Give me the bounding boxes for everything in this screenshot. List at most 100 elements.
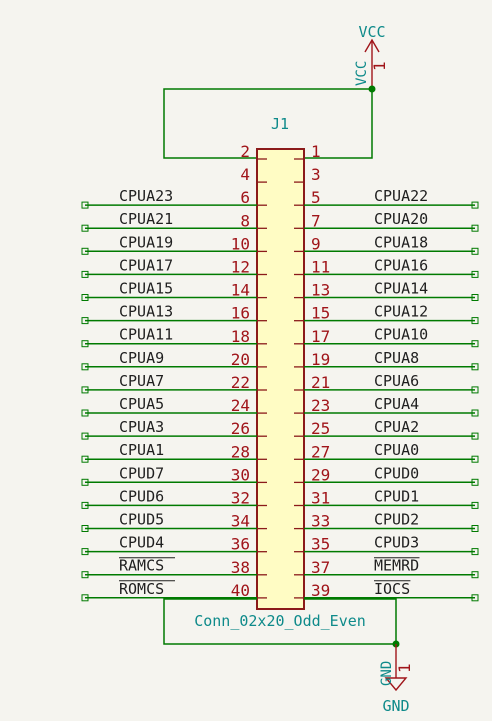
pin-number-left: 20: [231, 350, 250, 369]
gnd-triangle-icon: [384, 677, 408, 692]
net-label-left[interactable]: CPUA1: [119, 441, 164, 459]
net-label-flag-right: [471, 571, 479, 579]
vcc-pin-label: VCC: [354, 61, 370, 86]
pin-number-left: 2: [240, 142, 250, 161]
net-label-flag-left: [81, 224, 89, 232]
pin-number-left: 34: [231, 512, 250, 531]
net-label-left[interactable]: CPUA21: [119, 210, 173, 228]
pin-number-left: 16: [231, 304, 250, 323]
net-label-left[interactable]: CPUA3: [119, 418, 164, 436]
net-label-flag-right: [471, 363, 479, 371]
net-label-right[interactable]: CPUA10: [374, 326, 428, 344]
net-label-flag-right: [471, 386, 479, 394]
net-label-flag-right: [471, 294, 479, 301]
net-label-flag-left: [81, 247, 89, 255]
vcc-name: VCC: [358, 23, 385, 41]
pin-number-right: 19: [311, 350, 330, 369]
net-label-right[interactable]: CPUA0: [374, 441, 419, 459]
net-label-flag-left: [81, 409, 89, 417]
net-label-right[interactable]: CPUD0: [374, 464, 419, 482]
net-label-left[interactable]: CPUA9: [119, 349, 164, 367]
net-label-flag-right: [471, 501, 479, 509]
net-label-left[interactable]: CPUA15: [119, 280, 173, 298]
pin-number-right: 17: [311, 327, 330, 346]
net-label-flag-left: [81, 594, 89, 602]
net-label-left[interactable]: CPUD5: [119, 511, 164, 529]
pin-number-right: 21: [311, 373, 330, 392]
net-label-left[interactable]: CPUA5: [119, 395, 164, 413]
wire-gnd-pin40[interactable]: [163, 598, 396, 645]
net-label-flag-right: [471, 409, 479, 417]
gnd-power-symbol[interactable]: GND 1 GND: [379, 644, 414, 715]
net-label-right[interactable]: CPUA14: [374, 280, 428, 298]
pin-number-right: 37: [311, 558, 330, 577]
net-label-right[interactable]: CPUD3: [374, 534, 419, 552]
net-label-flag-left: [81, 294, 89, 301]
net-label-flag-left: [81, 201, 89, 209]
pin-number-left: 4: [240, 165, 250, 184]
pin-number-left: 12: [231, 258, 250, 277]
pin-number-right: 15: [311, 304, 330, 323]
net-label-flag-right: [471, 525, 479, 532]
net-label-left[interactable]: CPUA7: [119, 372, 164, 390]
net-label-right[interactable]: CPUA8: [374, 349, 419, 367]
net-label-right[interactable]: CPUA6: [374, 372, 419, 390]
net-label-right[interactable]: CPUA22: [374, 187, 428, 205]
net-label-right[interactable]: MEMRD: [374, 557, 419, 575]
net-label-right[interactable]: CPUD2: [374, 511, 419, 529]
net-label-left[interactable]: CPUA19: [119, 233, 173, 251]
pin-number-left: 32: [231, 489, 250, 508]
net-label-right[interactable]: CPUA18: [374, 233, 428, 251]
pin-number-left: 38: [231, 558, 250, 577]
net-label-flag-right: [471, 201, 479, 209]
junction-vcc: [368, 85, 376, 93]
net-label-left[interactable]: CPUD6: [119, 487, 164, 505]
pin-number-left: 6: [240, 188, 250, 207]
net-label-flag-right: [471, 478, 479, 486]
pin-number-left: 22: [231, 373, 250, 392]
vcc-pin-number: 1: [370, 61, 389, 71]
gnd-pin-number: 1: [395, 663, 414, 673]
net-label-right[interactable]: CPUD1: [374, 487, 419, 505]
net-label-left[interactable]: CPUD4: [119, 534, 164, 552]
net-label-flag-left: [81, 525, 89, 532]
pin-number-left: 28: [231, 442, 250, 461]
net-label-left[interactable]: CPUA11: [119, 326, 173, 344]
net-label-right[interactable]: CPUA2: [374, 418, 419, 436]
net-label-left[interactable]: CPUA23: [119, 187, 173, 205]
net-label-flag-right: [471, 247, 479, 255]
net-label-flag-left: [81, 317, 89, 325]
pin-number-right: 9: [311, 234, 321, 253]
net-label-flag-right: [471, 224, 479, 232]
net-label-flag-left: [81, 340, 89, 348]
net-label-right[interactable]: CPUA4: [374, 395, 419, 413]
gnd-name: GND: [382, 697, 409, 715]
net-label-left[interactable]: CPUD7: [119, 464, 164, 482]
net-label-right[interactable]: IOCS: [374, 580, 410, 598]
connector-body[interactable]: [256, 148, 305, 610]
net-label-right[interactable]: CPUA12: [374, 303, 428, 321]
net-label-flag-left: [81, 501, 89, 509]
net-label-right[interactable]: CPUA20: [374, 210, 428, 228]
wire-gnd-pin39[interactable]: [304, 598, 397, 644]
net-label-flag-right: [471, 548, 479, 556]
net-label-left[interactable]: ROMCS: [119, 580, 164, 598]
net-label-left[interactable]: CPUA17: [119, 256, 173, 274]
pin-number-right: 25: [311, 419, 330, 438]
pin-number-right: 7: [311, 211, 321, 230]
pin-number-right: 11: [311, 258, 330, 277]
net-label-flag-left: [81, 270, 89, 278]
wire-vcc-pin2[interactable]: [163, 88, 372, 159]
net-label-flag-right: [471, 270, 479, 278]
component-reference: J1: [271, 115, 289, 133]
net-label-left[interactable]: CPUA13: [119, 303, 173, 321]
vcc-power-symbol[interactable]: VCC VCC 1: [354, 23, 389, 89]
net-label-flag-left: [81, 386, 89, 394]
net-label-right[interactable]: CPUA16: [374, 256, 428, 274]
pin-number-left: 36: [231, 535, 250, 554]
net-label-left[interactable]: RAMCS: [119, 557, 164, 575]
pin-number-left: 18: [231, 327, 250, 346]
wire-vcc-pin1[interactable]: [304, 89, 373, 159]
